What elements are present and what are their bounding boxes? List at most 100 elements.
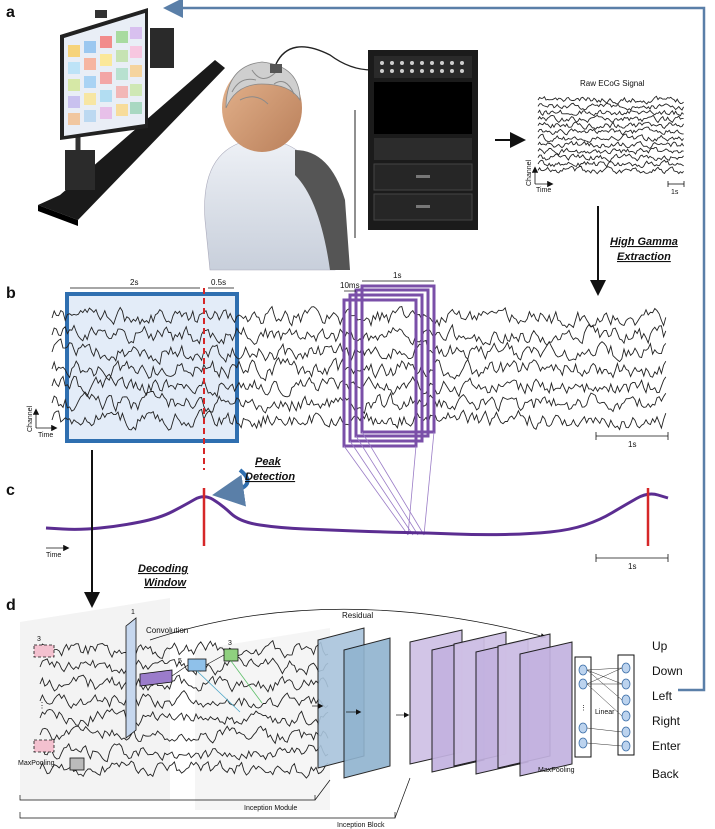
panel-d: 1 Convolution 3 ⋮ MaxPooling 5 3 Residua… (18, 598, 683, 829)
patient-illustration (204, 46, 373, 271)
high-gamma-trace (51, 305, 667, 329)
input-trace (39, 674, 329, 693)
b-time-label: Time (38, 432, 53, 439)
kernel-3b-label: 3 (228, 640, 232, 647)
step-10ms-label: 10ms (340, 281, 360, 290)
window-projection-lines (343, 431, 435, 536)
window-0-5s-label: 0.5s (211, 278, 226, 287)
inception-block-bracket (19, 812, 396, 819)
raw-channel-label: Channel (526, 159, 533, 186)
inception-layer-2 (343, 637, 391, 779)
raw-ecog-trace (537, 102, 685, 111)
b-scale-label: 1s (628, 440, 636, 449)
raw-ecog-trace (537, 140, 684, 149)
window-label: Window (144, 577, 187, 589)
raw-ecog-panel: Raw ECoG Signal Channel Time 1s (526, 79, 685, 196)
residual-arc (149, 608, 547, 641)
purple-kernel (139, 669, 173, 687)
window-2s-label: 2s (130, 278, 138, 287)
panel-c: Time 1s (45, 431, 669, 571)
envelope-trace (45, 492, 669, 537)
class-enter: Enter (652, 739, 681, 753)
linear-label: Linear (595, 709, 615, 716)
output-classes: Up Down Left Right Enter Back (652, 639, 683, 781)
slide-1s-label: 1s (393, 271, 401, 280)
inception-block-label: Inception Block (337, 822, 385, 829)
raw-ecog-trace (537, 114, 684, 124)
raw-ecog-trace (537, 121, 684, 130)
high-gamma-trace (51, 408, 667, 431)
monitor-illustration (38, 8, 225, 226)
kernel-3a-label: 3 (37, 636, 41, 643)
raw-ecog-trace (537, 165, 684, 175)
raw-scale-label: 1s (671, 189, 679, 196)
raw-ecog-trace (537, 133, 684, 144)
raw-ecog-trace (537, 126, 684, 136)
inception-block-stack (409, 629, 573, 777)
raw-time-label: Time (536, 187, 551, 194)
inception-module-bracket (19, 795, 316, 801)
peak-label: Peak (255, 456, 282, 468)
input-ecog-traces (39, 639, 329, 779)
maxpool-kernel (69, 757, 85, 771)
high-gamma-trace (51, 338, 667, 366)
raw-ecog-trace (537, 95, 684, 105)
class-back: Back (652, 767, 680, 781)
panel-d-letter: d (6, 597, 16, 614)
maxpooling-left-label: MaxPooling (18, 760, 55, 767)
dots-left: ⋮ (38, 701, 46, 710)
decoding-label: Decoding (138, 563, 188, 575)
high-gamma-trace (51, 323, 667, 347)
green-kernel (223, 648, 239, 662)
high-gamma-traces (51, 305, 667, 431)
raw-ecog-traces (537, 95, 685, 175)
high-gamma-trace (51, 356, 667, 382)
high-gamma-label: High Gamma (610, 236, 678, 248)
input-trace (39, 742, 329, 763)
b-channel-label: Channel (27, 405, 34, 432)
extraction-label: Extraction (617, 251, 671, 263)
kernel-5-label: 5 (178, 658, 182, 665)
conv-kernel-1 (125, 617, 137, 739)
raw-ecog-trace (537, 109, 684, 117)
linear-connections (586, 667, 623, 747)
class-up: Up (652, 639, 668, 653)
high-gamma-trace (51, 373, 667, 398)
raw-ecog-trace (537, 147, 684, 156)
pink-kernel-bottom (33, 739, 55, 753)
panel-c-letter: c (6, 482, 15, 499)
pink-kernel-top (33, 644, 55, 658)
input-trace (39, 656, 329, 676)
raw-ecog-title: Raw ECoG Signal (580, 79, 645, 88)
class-right: Right (652, 714, 681, 728)
residual-label: Residual (342, 611, 373, 620)
maxpooling-right-label: MaxPooling (538, 767, 575, 774)
input-trace (39, 639, 329, 659)
c-scale-label: 1s (628, 562, 636, 571)
input-trace (39, 689, 329, 710)
raw-ecog-trace (537, 153, 684, 163)
panel-b-letter: b (6, 285, 16, 302)
inception-module-label: Inception Module (244, 805, 297, 812)
blue-kernel (187, 658, 207, 672)
panel-b: 2s 0.5s 10ms 1s Channel Time 1s (27, 271, 669, 470)
input-trace (39, 725, 329, 745)
high-gamma-trace (51, 391, 667, 415)
feature-dots: ⋮ (580, 705, 587, 712)
raw-ecog-trace (537, 159, 684, 169)
decoding-window-box (65, 292, 239, 443)
convolution-label: Convolution (146, 626, 188, 635)
amplifier-rack (368, 50, 478, 230)
kernel-1-label: 1 (131, 609, 135, 616)
input-trace (39, 759, 329, 779)
class-down: Down (652, 664, 683, 678)
feedback-arrow (163, 0, 706, 692)
detection-label: Detection (245, 471, 295, 483)
input-trace (39, 708, 329, 728)
peak-detection-arrow (212, 468, 250, 507)
grid-icons (68, 27, 142, 125)
panel-a-letter: a (6, 4, 15, 21)
class-left: Left (652, 689, 673, 703)
sliding-windows (342, 284, 436, 448)
